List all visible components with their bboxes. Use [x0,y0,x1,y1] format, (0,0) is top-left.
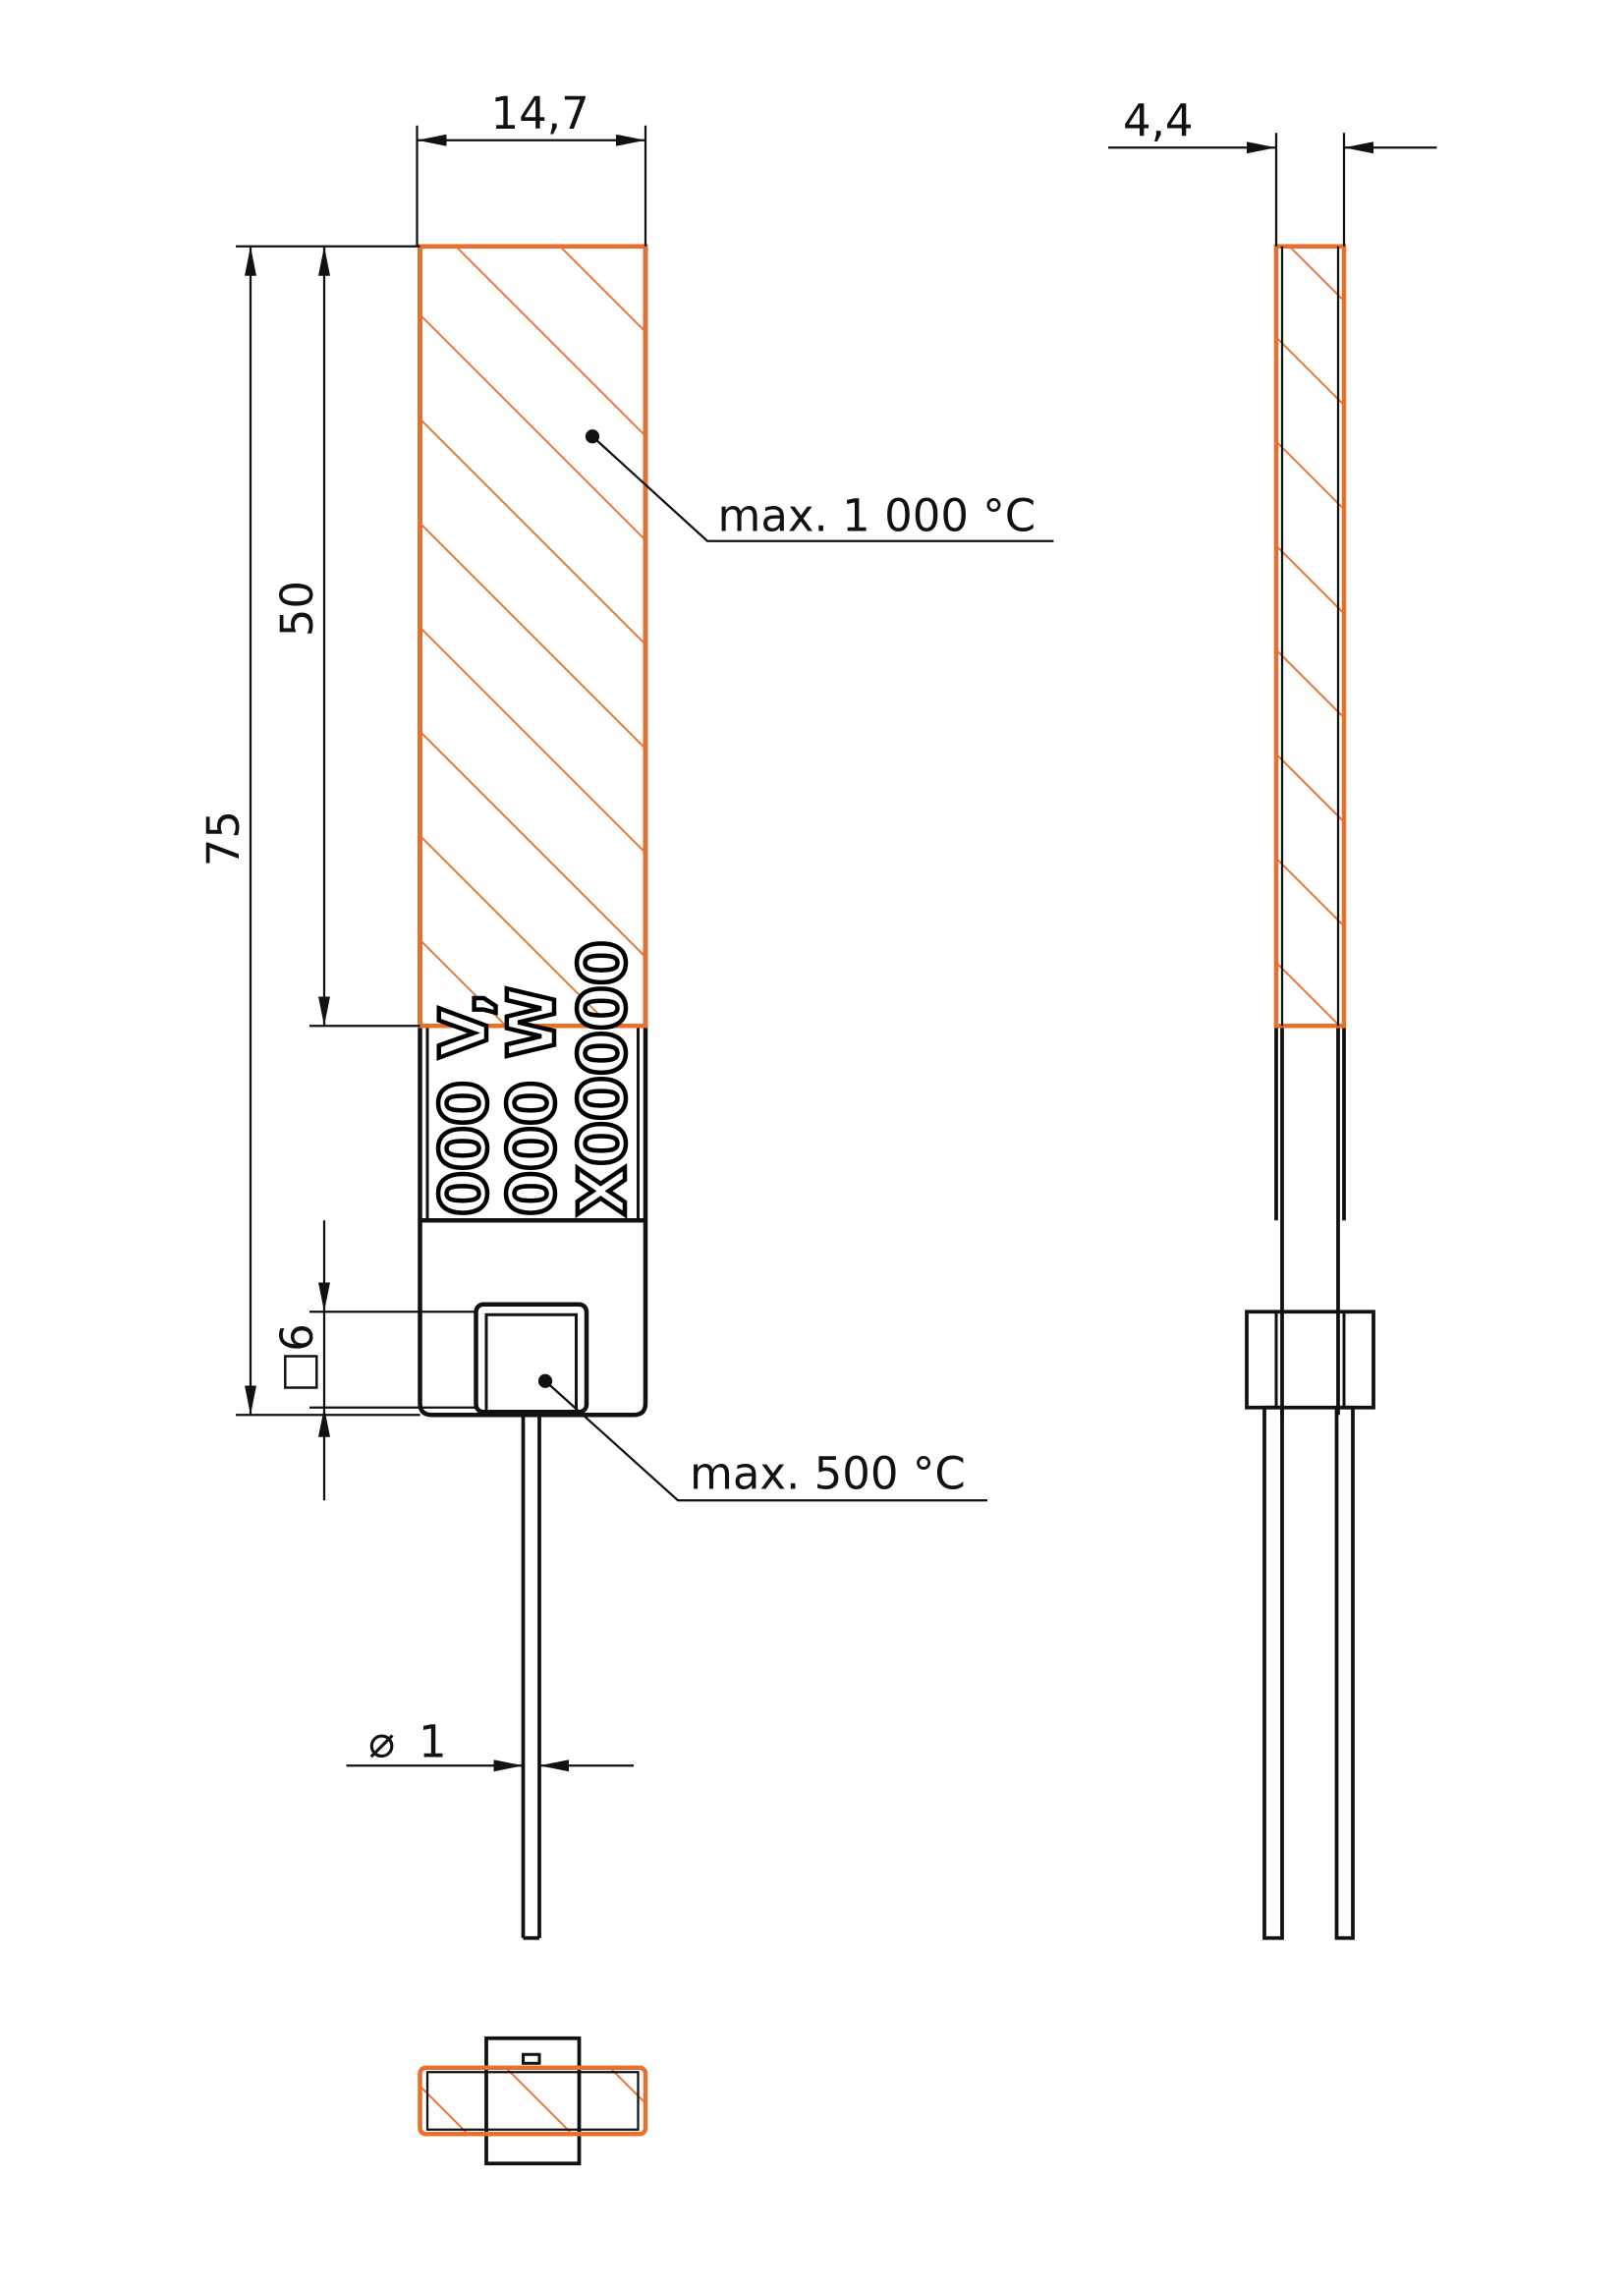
square-value: 6 [271,1323,323,1352]
annotation-hot-zone: max. 1 000 °C [718,489,1036,541]
side-terminal-block [1245,1310,1375,1410]
hot-zone-outline [418,244,648,1029]
hot-zone-hatch [421,248,644,1027]
leader-cold-zone [537,1373,987,1502]
side-hot-zone-hatch [1277,248,1343,1027]
diameter-symbol: ⌀ [368,1715,395,1767]
dimension-total-length-label: 75 [197,810,250,866]
bottom-hot-zone-hatch [421,2069,644,2133]
bottom-lead-slot [522,2052,541,2065]
dimension-thickness-label: 4,4 [1123,94,1194,146]
side-view [1245,244,1375,1940]
dimension-total-length [236,245,420,1417]
terminal-square-inner [484,1312,578,1414]
leader-hot-zone [585,429,1054,542]
marking-power: 000 W [494,986,570,1216]
dimension-diameter-label: ⌀ 1 [368,1715,447,1767]
bottom-body-inner [425,2071,640,2131]
diameter-value: 1 [419,1715,447,1767]
dimension-thickness [1108,133,1437,247]
front-view [418,244,648,1940]
terminal-square-outer [474,1302,589,1415]
dimension-width-label: 14,7 [491,87,589,140]
side-lead-right [1334,1405,1355,1940]
side-hot-zone-outline [1273,244,1347,1029]
product-marking: 000 V, 000 W X00000 [424,938,644,1218]
dimension-square-label: □ 6 [271,1323,323,1393]
dimension-square [309,1220,476,1501]
marking-voltage: 000 V, [426,991,502,1215]
bottom-hot-zone-outline [418,2065,648,2137]
square-symbol: □ [271,1351,323,1393]
bottom-view [418,2036,648,2166]
marking-serial: X00000 [565,940,641,1216]
dimension-hot-length [309,245,420,1028]
dimension-hot-length-label: 50 [271,581,323,637]
annotation-cold-zone: max. 500 °C [690,1447,966,1499]
side-lead-left [1262,1405,1284,1940]
dimension-width [416,125,647,247]
